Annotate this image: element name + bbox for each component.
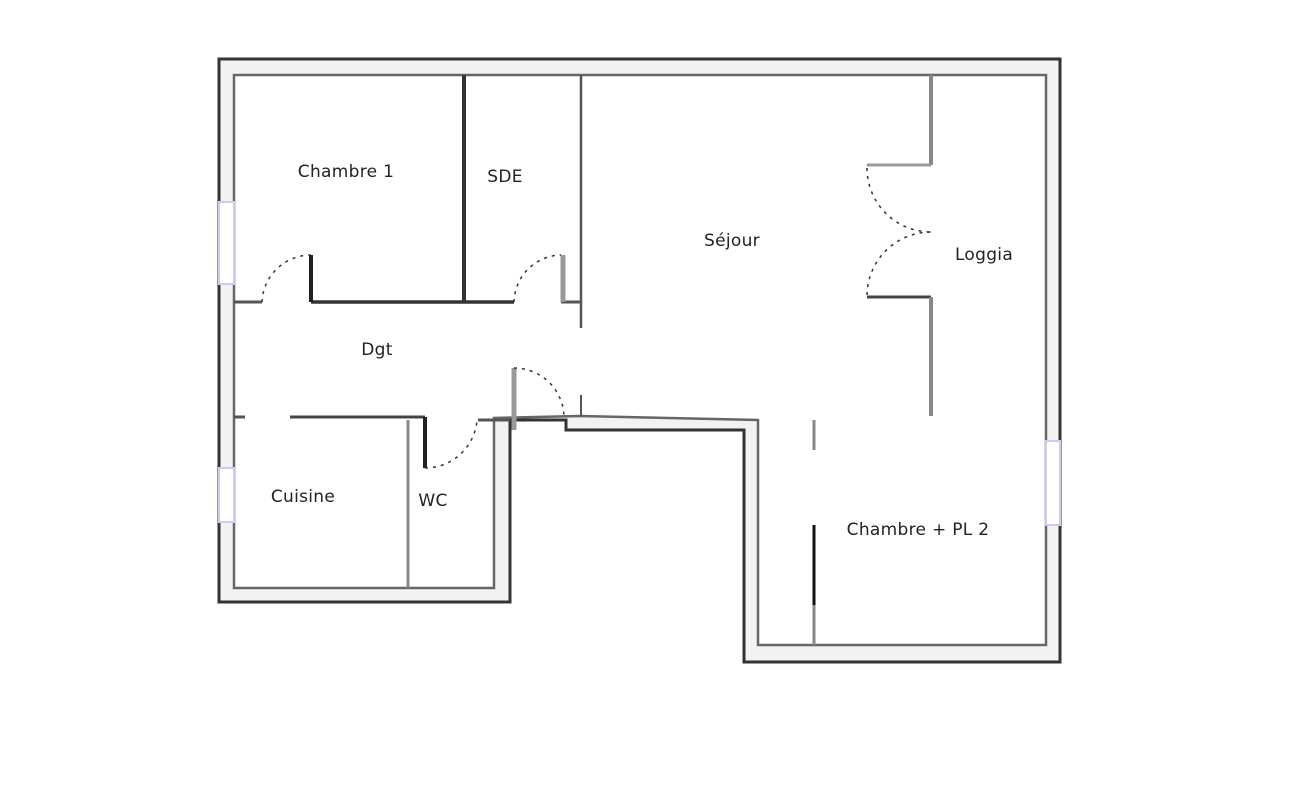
window-chambre-2	[1045, 440, 1061, 526]
window-cuisine	[218, 467, 235, 523]
room-label-wc: WC	[418, 491, 448, 511]
room-label-sejour: Séjour	[704, 231, 760, 251]
inner-wall-outline	[232, 73, 1048, 647]
interior-walls	[234, 75, 933, 645]
room-label-loggia: Loggia	[954, 245, 1014, 265]
room-label-dgt: Dgt	[361, 340, 393, 360]
room-label-chambre-pl-2: Chambre + PL 2	[846, 520, 990, 540]
window-chambre-1	[218, 201, 235, 285]
room-label-cuisine: Cuisine	[270, 487, 336, 507]
room-label-chambre-1: Chambre 1	[297, 162, 395, 182]
door-swings	[261, 167, 932, 469]
room-label-sde: SDE	[487, 167, 523, 187]
